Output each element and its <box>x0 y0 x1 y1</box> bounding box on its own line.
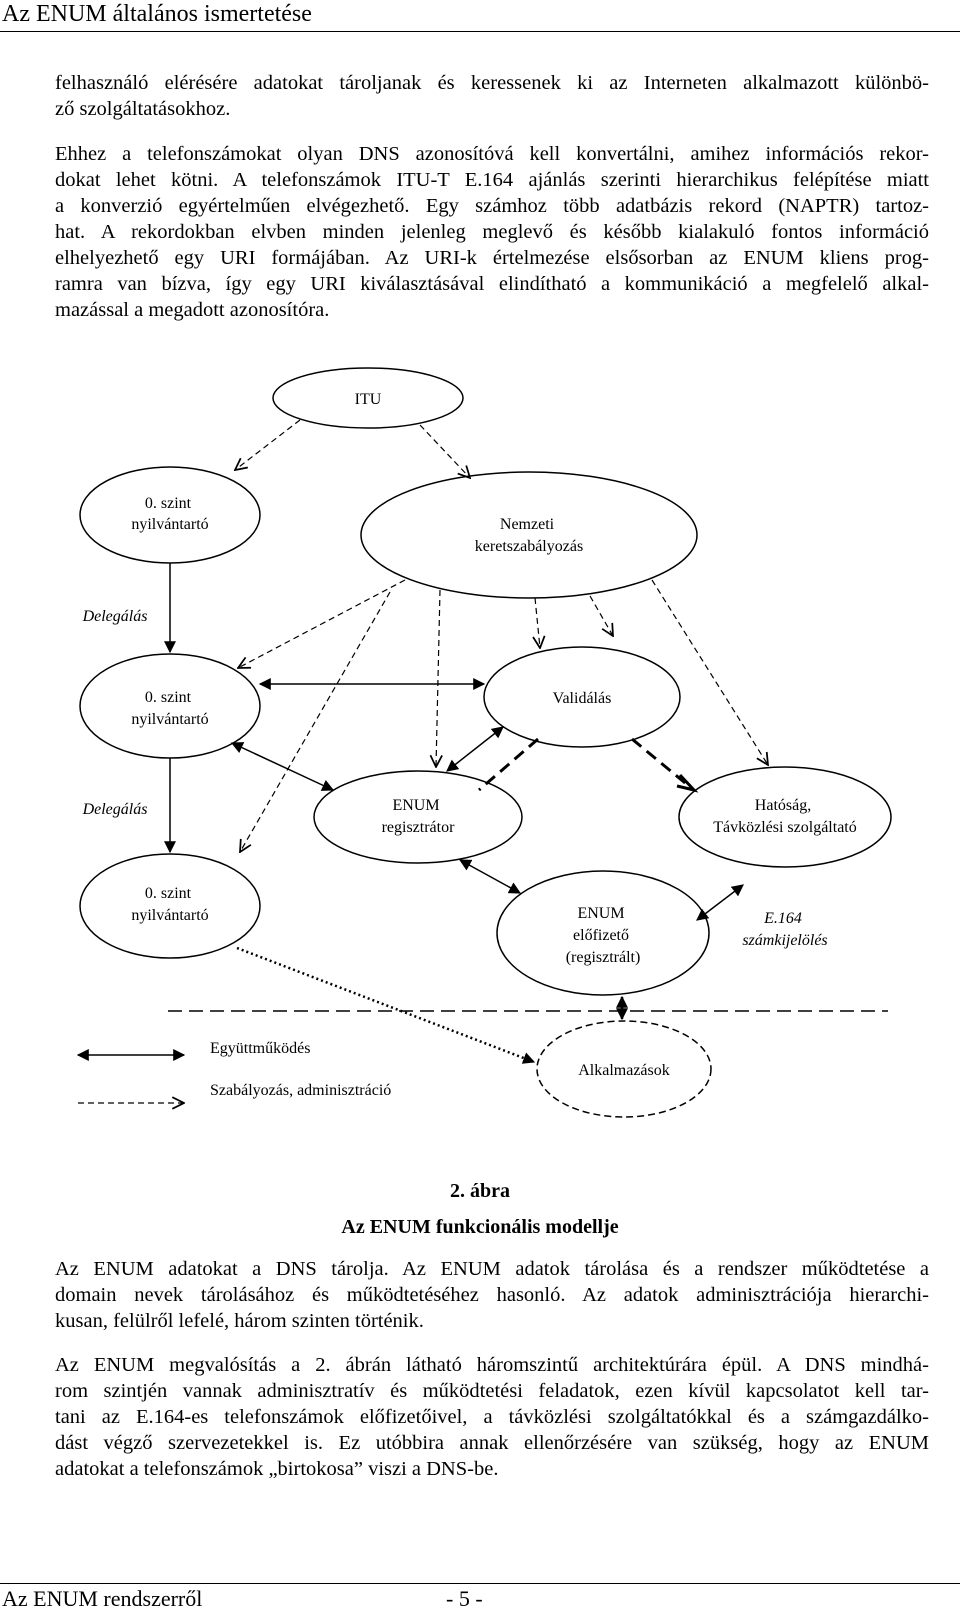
enum-functional-model-diagram: ITU 0. szint nyilvántartó Nemzeti kerets… <box>76 367 892 1118</box>
validation-label: Validálás <box>553 690 612 707</box>
delegation-label-2: Delegálás <box>82 801 148 818</box>
text-line: felhasználó elérésére adatokat tároljana… <box>55 72 929 94</box>
e164-label: E.164 számkijelölés <box>742 910 827 949</box>
national-framework-node <box>360 471 698 599</box>
legend-regulation-label: Szabályozás, adminisztráció <box>210 1082 391 1099</box>
tier1-registrar-arrow <box>230 742 335 791</box>
text-line: dást végző szervezetekkel is. Ez utóbbir… <box>55 1432 929 1454</box>
validation-registrar-arrow <box>446 726 504 772</box>
subscriber-e164-arrow <box>696 884 744 921</box>
text-line: kusan, felülről lefelé, három szinten tö… <box>55 1310 424 1332</box>
legend-cooperation-label: Együttműködés <box>210 1040 310 1057</box>
national-validation-dashed-arrow <box>535 597 540 648</box>
text-line: tani az E.164-es telefonszámok előfizető… <box>55 1406 929 1428</box>
national-tier2-dashed-arrow <box>240 591 391 852</box>
national-label: Nemzeti keretszabályozás <box>475 516 583 555</box>
itu-label: ITU <box>355 391 382 408</box>
tier1-label: 0. szint nyilvántartó <box>131 689 208 728</box>
applications-node <box>536 1020 712 1118</box>
text-line: domain nevek tárolásához és működtetéséh… <box>55 1284 929 1306</box>
applications-label: Alkalmazások <box>578 1062 670 1079</box>
text-line: ző szolgáltatásokhoz. <box>55 98 231 120</box>
paragraph-3: Az ENUM megvalósítás a 2. ábrán látható … <box>55 1352 929 1482</box>
delegation-label-1: Delegálás <box>82 608 148 625</box>
text-line: ramra van bízva, így egy URI kiválasztás… <box>55 273 929 295</box>
text-line: Ehhez a telefonszámokat olyan DNS azonos… <box>55 143 929 165</box>
intro-paragraph: felhasználó elérésére adatokat tároljana… <box>55 70 929 122</box>
validation-node <box>483 646 681 748</box>
text-line: dokat lehet kötni. A telefonszámok ITU-T… <box>55 169 929 191</box>
text-line: adatokat a telefonszámok „birtokosa” vis… <box>55 1458 499 1480</box>
text-line: elhelyezhető egy URI formájában. Az URI-… <box>55 247 929 269</box>
text-line: Az ENUM megvalósítás a 2. ábrán látható … <box>55 1354 929 1376</box>
enum-subscriber-node <box>496 870 710 996</box>
authority-label: Hatóság, Távközlési szolgáltató <box>713 797 857 836</box>
text-line: hat. A rekordokban elvben minden jelenle… <box>55 221 929 243</box>
page-header: Az ENUM általános ismertetése <box>0 0 960 30</box>
subscriber-label: ENUM előfizető (regisztrált) <box>566 905 641 966</box>
tier2-registry-node <box>79 853 261 959</box>
national-registrar-dashed-arrow <box>436 589 440 767</box>
validation-flow-right <box>631 737 691 789</box>
enum-registrar-node <box>313 770 523 864</box>
paragraph-1: Ehhez a telefonszámokat olyan DNS azonos… <box>55 141 929 323</box>
national-authority-dashed-arrow <box>589 595 613 636</box>
itu-node <box>272 367 464 429</box>
registrar-label: ENUM regisztrátor <box>382 797 456 836</box>
itu-national-dashed-arrow <box>419 424 470 478</box>
tier1-registry-node <box>79 653 261 759</box>
tier0-label: 0. szint nyilvántartó <box>131 495 208 533</box>
paragraph-2: Az ENUM adatokat a DNS tárolja. Az ENUM … <box>55 1256 929 1334</box>
tier2-applications-dotted-arrow <box>236 946 536 1064</box>
registrar-subscriber-arrow <box>458 859 522 894</box>
figure-number: 2. ábra <box>450 1180 510 1202</box>
footer-divider <box>0 1583 960 1584</box>
national-tier1-dashed-arrow <box>238 579 406 668</box>
text-line: a konverzió egyértelműen elvégezhető. Eg… <box>55 195 929 217</box>
header-divider <box>0 31 960 32</box>
text-line: rom szintjén vannak adminisztratív és mű… <box>55 1380 929 1402</box>
validation-flow-arrowhead <box>676 773 699 793</box>
itu-tier0-dashed-arrow <box>235 419 301 470</box>
tier0-registry-node <box>79 466 261 564</box>
authority-node <box>678 766 892 868</box>
national-authority-long-dashed-arrow <box>651 579 768 765</box>
footer-title: Az ENUM rendszerről <box>2 1586 203 1611</box>
figure-title: Az ENUM funkcionális modellje <box>341 1216 619 1238</box>
tier2-label: 0. szint nyilvántartó <box>131 885 208 924</box>
text-line: mazással a megadott azonosítóra. <box>55 299 330 321</box>
text-line: Az ENUM adatokat a DNS tárolja. Az ENUM … <box>55 1258 929 1280</box>
validation-flow-left <box>478 737 539 792</box>
header-title: Az ENUM általános ismertetése <box>2 1 312 27</box>
page-number: - 5 - <box>446 1586 483 1611</box>
